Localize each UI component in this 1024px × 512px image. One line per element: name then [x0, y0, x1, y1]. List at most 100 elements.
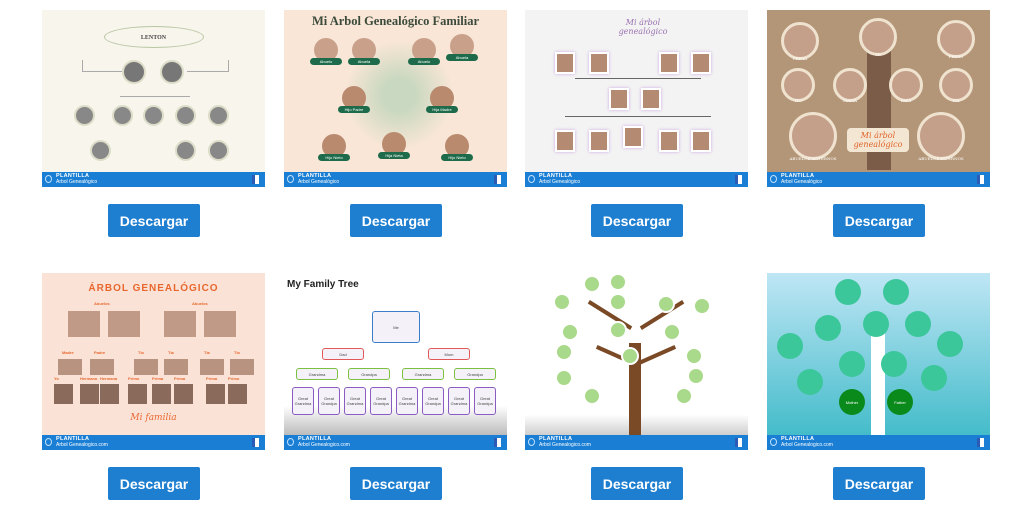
portrait-photo	[609, 321, 627, 339]
tree-node: Great Grandma	[448, 387, 470, 415]
tree-trunk	[629, 343, 641, 438]
member-label: Tía	[204, 350, 210, 355]
portrait-photo	[143, 105, 164, 126]
word-document-icon	[494, 175, 501, 184]
portrait-photo	[691, 130, 711, 152]
portrait-photo	[609, 88, 629, 110]
download-button[interactable]: Descargar	[350, 204, 442, 237]
template-title: ÁRBOL GENEALÓGICO	[88, 283, 219, 294]
member-label: TÍA	[952, 98, 960, 103]
portrait-photo	[781, 22, 819, 60]
portrait-photo	[691, 52, 711, 74]
footer-brand: PLANTILLA	[56, 173, 90, 179]
tree-node: Great Grandma	[344, 387, 366, 415]
download-button[interactable]: Descargar	[108, 467, 200, 500]
member-label: PAPÁ	[900, 98, 912, 103]
template-title: Mi Arbol Genealógico Familiar	[312, 14, 479, 28]
word-document-icon	[977, 438, 984, 447]
portrait-photo	[175, 140, 196, 161]
member-label: Madre	[62, 350, 74, 355]
member-label: PRIMA	[792, 56, 808, 61]
tree-logo-icon	[770, 438, 777, 446]
portrait-photo	[589, 130, 609, 152]
member-label: Abuelo	[310, 58, 342, 65]
footer-brand: PLANTILLA	[781, 173, 815, 179]
member-label: Father	[894, 400, 906, 405]
portrait-photo	[128, 384, 147, 404]
portrait-photo	[200, 359, 224, 375]
tree-node: Great Grandpa	[318, 387, 340, 415]
member-label: MAMÁ	[843, 98, 857, 103]
portrait-photo	[208, 105, 229, 126]
portrait-photo	[583, 275, 601, 293]
member-label: Hermano	[80, 376, 98, 381]
portrait-photo	[789, 112, 837, 160]
tree-node: Grandma	[296, 368, 338, 380]
empty-portrait-circle	[883, 279, 909, 305]
download-button[interactable]: Descargar	[591, 204, 683, 237]
member-label: Primo	[128, 376, 140, 381]
portrait-photo	[555, 52, 575, 74]
download-button[interactable]: Descargar	[108, 204, 200, 237]
portrait-photo	[174, 384, 193, 404]
footer-subtitle: Arbol Genealogico.com	[781, 442, 833, 448]
member-label: Primo	[228, 376, 240, 381]
portrait-photo	[58, 359, 82, 375]
portrait-photo	[208, 140, 229, 161]
portrait-photo	[621, 347, 639, 365]
word-document-icon	[494, 438, 501, 447]
word-document-icon	[977, 175, 984, 184]
empty-portrait-circle	[905, 311, 931, 337]
empty-portrait-circle	[863, 311, 889, 337]
tree-node: Grandpa	[348, 368, 390, 380]
portrait-photo	[659, 52, 679, 74]
tree-logo-icon	[45, 438, 52, 446]
portrait-photo	[160, 60, 184, 84]
tree-node: Me	[372, 311, 420, 343]
member-label: Mother	[845, 400, 859, 405]
portrait-photo	[152, 384, 171, 404]
download-button[interactable]: Descargar	[591, 467, 683, 500]
member-label: Prima	[206, 376, 218, 381]
portrait-photo	[206, 384, 225, 404]
connector	[120, 96, 190, 104]
download-button[interactable]: Descargar	[350, 467, 442, 500]
tree-node: Dad	[322, 348, 364, 360]
member-label: Prima	[152, 376, 164, 381]
member-label: Abuela	[348, 58, 380, 65]
portrait-photo	[68, 311, 100, 337]
tree-node: Great Grandpa	[422, 387, 444, 415]
tree-node: Grandpa	[454, 368, 496, 380]
portrait-photo	[781, 68, 815, 102]
member-label: Prima	[174, 376, 186, 381]
member-label: Hija Madre	[426, 106, 458, 113]
download-button[interactable]: Descargar	[833, 204, 925, 237]
connector	[187, 60, 229, 72]
empty-portrait-circle	[921, 365, 947, 391]
template-title: Mi árbol genealógico	[618, 18, 668, 36]
footer-brand: PLANTILLA	[539, 173, 573, 179]
footer-subtitle: Arbol Genealogico.com	[56, 442, 108, 448]
portrait-photo	[204, 311, 236, 337]
footer-brand: PLANTILLA	[781, 436, 815, 442]
portrait-photo	[74, 105, 95, 126]
footer-subtitle: Arbol Genealógico	[56, 179, 98, 185]
template-title: My Family Tree	[287, 279, 359, 290]
download-button[interactable]: Descargar	[833, 467, 925, 500]
member-label: ABUELOS PATERNOS	[918, 156, 964, 161]
